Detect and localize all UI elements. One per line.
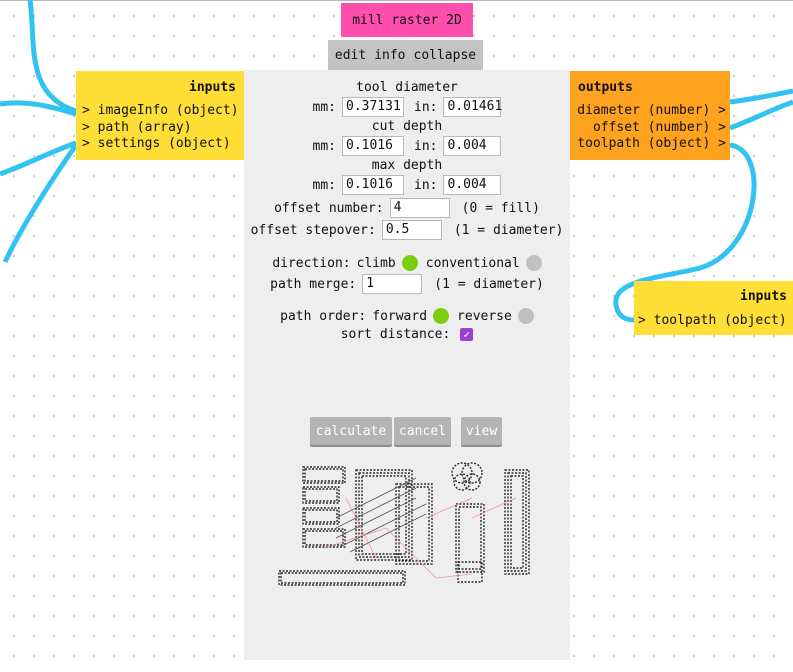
downstream-inputs-title: inputs xyxy=(740,289,787,304)
tool-diameter-label: tool diameter xyxy=(356,80,458,95)
cut-depth-mm-input[interactable]: 0.1016 xyxy=(342,136,404,156)
offset-stepover-note: (1 = diameter) xyxy=(453,222,564,238)
sort-distance-checkbox[interactable]: ✓ xyxy=(460,328,474,341)
direction-conventional-radio[interactable] xyxy=(525,255,542,271)
max-depth-in-label: in: xyxy=(414,177,438,193)
direction-label: direction: xyxy=(272,255,351,271)
max-depth-row: mm: 0.1016 in: 0.004 xyxy=(244,175,570,195)
outputs-node[interactable]: outputs diameter (number) > offset (numb… xyxy=(570,71,730,160)
path-order-forward-label: forward xyxy=(372,308,428,324)
input-port-imageinfo[interactable]: > imageInfo (object) xyxy=(82,103,239,118)
module-header-bar: edit info collapse xyxy=(328,40,483,70)
wire-left-mid[interactable] xyxy=(0,100,77,117)
tool-diameter-in-label: in: xyxy=(414,99,438,115)
offset-number-note: (0 = fill) xyxy=(461,200,540,216)
direction-row: direction: climb conventional xyxy=(244,255,570,271)
module-title[interactable]: mill raster 2D xyxy=(341,3,473,37)
view-button[interactable]: view xyxy=(461,417,502,445)
cut-depth-mm-label: mm: xyxy=(312,138,336,154)
wire-out-toolpath[interactable] xyxy=(613,142,757,323)
max-depth-mm-input[interactable]: 0.1016 xyxy=(342,175,404,195)
edit-link[interactable]: edit xyxy=(334,47,367,63)
inputs-node[interactable]: inputs > imageInfo (object) > path (arra… xyxy=(76,71,244,160)
calculate-button[interactable]: calculate xyxy=(310,417,392,445)
canvas-top-border xyxy=(0,0,793,1)
calculate-button-label: calculate xyxy=(315,423,387,439)
input-port-settings[interactable]: > settings (object) xyxy=(82,136,231,151)
input-port-path[interactable]: > path (array) xyxy=(82,120,192,135)
path-order-row: path order: forward reverse xyxy=(244,308,570,324)
toolpath-preview xyxy=(278,462,530,586)
tool-diameter-row: mm: 0.37131 in: 0.01461 xyxy=(244,97,570,117)
outputs-node-title: outputs xyxy=(578,80,633,95)
cut-depth-in-label: in: xyxy=(414,138,438,154)
cut-depth-row: mm: 0.1016 in: 0.004 xyxy=(244,136,570,156)
direction-climb-label: climb xyxy=(356,255,396,271)
offset-number-label: offset number: xyxy=(274,200,384,216)
path-order-label: path order: xyxy=(280,308,367,324)
max-depth-in-input[interactable]: 0.004 xyxy=(443,175,502,195)
wire-out-diameter[interactable] xyxy=(729,88,793,105)
offset-stepover-input[interactable]: 0.5 xyxy=(381,220,442,240)
direction-conventional-label: conventional xyxy=(425,255,520,271)
cut-depth-label: cut depth xyxy=(371,119,443,134)
sort-distance-row: sort distance: ✓ xyxy=(244,327,570,342)
offset-stepover-label: offset stepover: xyxy=(250,222,376,238)
output-port-diameter[interactable]: diameter (number) > xyxy=(577,103,726,118)
info-link[interactable]: info xyxy=(374,47,406,63)
collapse-link[interactable]: collapse xyxy=(413,47,477,63)
path-merge-input[interactable]: 1 xyxy=(362,274,423,294)
view-button-label: view xyxy=(465,423,498,439)
module-title-text: mill raster 2D xyxy=(352,12,462,28)
output-port-toolpath[interactable]: toolpath (object) > xyxy=(577,136,726,151)
downstream-port-toolpath[interactable]: > toolpath (object) xyxy=(638,313,787,328)
offset-stepover-row: offset stepover: 0.5 (1 = diameter) xyxy=(244,220,570,240)
inputs-node-title: inputs xyxy=(189,80,236,95)
path-order-reverse-label: reverse xyxy=(457,308,512,324)
downstream-inputs-node[interactable]: inputs > toolpath (object) xyxy=(634,281,793,335)
max-depth-label: max depth xyxy=(371,158,443,173)
path-order-forward-radio[interactable] xyxy=(433,308,450,324)
path-merge-note: (1 = diameter) xyxy=(434,276,544,292)
direction-climb-radio[interactable] xyxy=(401,255,418,271)
offset-number-row: offset number: 4 (0 = fill) xyxy=(244,198,570,218)
tool-diameter-mm-label: mm: xyxy=(312,99,336,115)
sort-distance-label: sort distance: xyxy=(340,327,451,342)
output-port-offset[interactable]: offset (number) > xyxy=(592,120,726,135)
cut-depth-in-input[interactable]: 0.004 xyxy=(443,136,502,156)
tool-diameter-mm-input[interactable]: 0.37131 xyxy=(342,97,404,117)
tool-diameter-in-input[interactable]: 0.01461 xyxy=(443,97,502,117)
path-order-reverse-radio[interactable] xyxy=(517,308,534,324)
cancel-button-label: cancel xyxy=(399,423,446,439)
wire-left-bottom[interactable] xyxy=(2,143,79,264)
path-merge-label: path merge: xyxy=(270,276,357,292)
wire-top-left[interactable] xyxy=(27,0,77,114)
offset-number-input[interactable]: 4 xyxy=(389,198,450,218)
wire-out-offset[interactable] xyxy=(729,99,793,131)
wire-left-low[interactable] xyxy=(0,140,77,177)
max-depth-mm-label: mm: xyxy=(312,177,336,193)
cancel-button[interactable]: cancel xyxy=(394,417,451,445)
path-merge-row: path merge: 1 (1 = diameter) xyxy=(244,274,570,294)
